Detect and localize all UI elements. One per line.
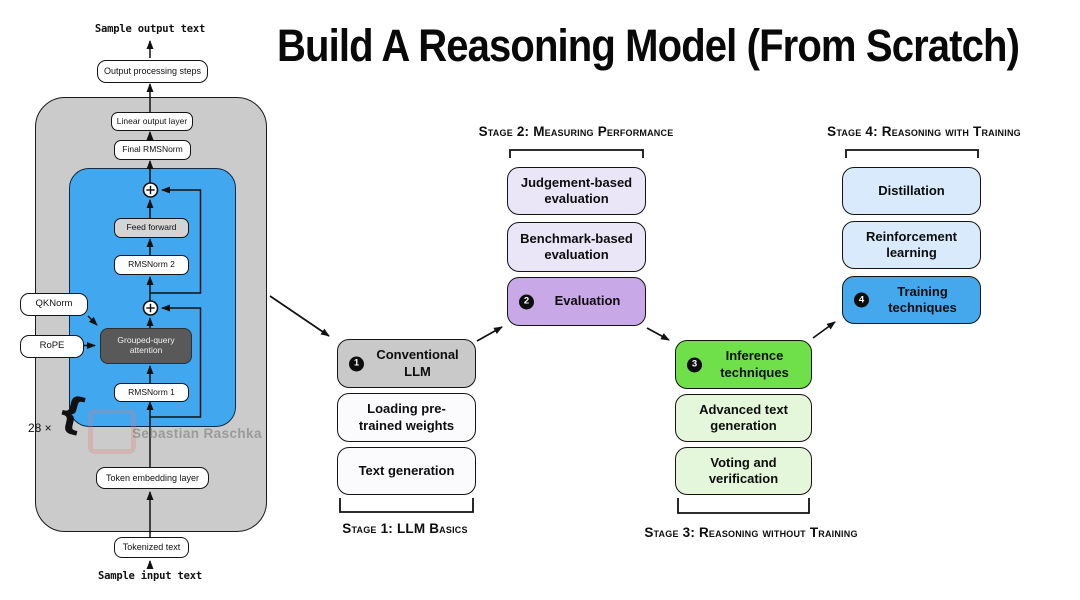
stage-brackets (339, 149, 979, 514)
grouped-query-attention-label: Grouped-query attention (117, 335, 175, 355)
stage1-heading: Stage 1: LLM Basics (342, 521, 468, 536)
stage2-benchmark-box: Benchmark-based evaluation (507, 222, 646, 272)
stage4-box-label: Reinforcement learning (865, 228, 958, 260)
stage-connector-arrows (269, 295, 836, 342)
stage3-advanced-textgen-box: Advanced text generation (675, 394, 812, 442)
qknorm-box: QKNorm (20, 293, 88, 316)
stage1-box-label: Loading pre-trained weights (358, 401, 455, 433)
stage3-badge: 3 (687, 357, 702, 372)
residual-connections (150, 186, 202, 418)
sample-output-text: Sample output text (94, 23, 206, 35)
stage3-box-label: Inference techniques (720, 348, 789, 380)
sample-input-text: Sample input text (97, 570, 203, 582)
output-processing-label: Output processing steps (103, 66, 202, 77)
rope-label: RoPE (39, 340, 65, 352)
stage1-box-label: Conventional LLM (376, 347, 459, 379)
stage2-evaluation-box: 2 Evaluation (507, 277, 646, 326)
stage2-box-label: Evaluation (554, 293, 621, 309)
watermark-text: Sebastian Raschka (132, 426, 262, 441)
rmsnorm2-label: RMSNorm 2 (128, 259, 175, 270)
stage4-training-box: 4 Training techniques (842, 276, 981, 324)
stage2-box-label: Benchmark-based evaluation (520, 230, 633, 262)
tokenized-text-label: Tokenized text (122, 542, 181, 553)
stage4-box-label: Distillation (878, 182, 945, 198)
stage2-badge: 2 (519, 294, 534, 309)
stage4-box-label: Training techniques (888, 283, 957, 315)
token-embedding-box: Token embedding layer (96, 467, 209, 489)
plus-circle-icon (142, 300, 159, 316)
stage3-inference-box: 3 Inference techniques (675, 340, 812, 389)
tokenized-text-box: Tokenized text (114, 537, 189, 558)
page-title: Build A Reasoning Model (From Scratch) (277, 20, 1020, 71)
plus-circle-icon (142, 182, 159, 198)
stage3-heading: Stage 3: Reasoning without Training (644, 525, 858, 540)
rmsnorm1-box: RMSNorm 1 (114, 383, 189, 402)
annotation-arrows (84, 315, 98, 349)
stage3-box-label: Advanced text generation (699, 401, 788, 433)
stage2-judgement-box: Judgement-based evaluation (507, 167, 646, 215)
stage1-text-generation-box: Text generation (337, 447, 476, 495)
stage2-heading: Stage 2: Measuring Performance (478, 124, 674, 139)
output-processing-box: Output processing steps (97, 60, 208, 83)
qknorm-label: QKNorm (35, 298, 73, 310)
feed-forward-label: Feed forward (126, 222, 177, 233)
token-embedding-label: Token embedding layer (105, 472, 200, 483)
stage1-loading-weights-box: Loading pre-trained weights (337, 393, 476, 442)
rmsnorm1-label: RMSNorm 1 (128, 386, 175, 397)
stage1-box-label: Text generation (358, 462, 455, 478)
stage4-distillation-box: Distillation (842, 167, 981, 215)
stage4-heading: Stage 4: Reasoning with Training (827, 124, 1021, 139)
stage1-conventional-llm-box: 1 Conventional LLM (337, 339, 476, 388)
grouped-query-attention-box: Grouped-query attention (100, 328, 192, 364)
final-rmsnorm-label: Final RMSNorm (122, 144, 183, 155)
stage2-box-label: Judgement-based evaluation (520, 174, 633, 206)
stage4-badge: 4 (854, 292, 869, 308)
rmsnorm2-box: RMSNorm 2 (114, 255, 189, 275)
stage4-rl-box: Reinforcement learning (842, 221, 981, 269)
linear-output-box: Linear output layer (111, 112, 193, 131)
repeat-count-label: 28 × (28, 421, 52, 435)
feed-forward-box: Feed forward (114, 218, 189, 238)
stage3-voting-box: Voting and verification (675, 447, 812, 495)
stage1-badge: 1 (349, 356, 364, 371)
watermark-logo-icon (88, 409, 136, 454)
rope-box: RoPE (20, 335, 84, 358)
linear-output-label: Linear output layer (116, 115, 188, 126)
stage3-box-label: Voting and verification (708, 454, 779, 486)
final-rmsnorm-box: Final RMSNorm (114, 140, 191, 160)
